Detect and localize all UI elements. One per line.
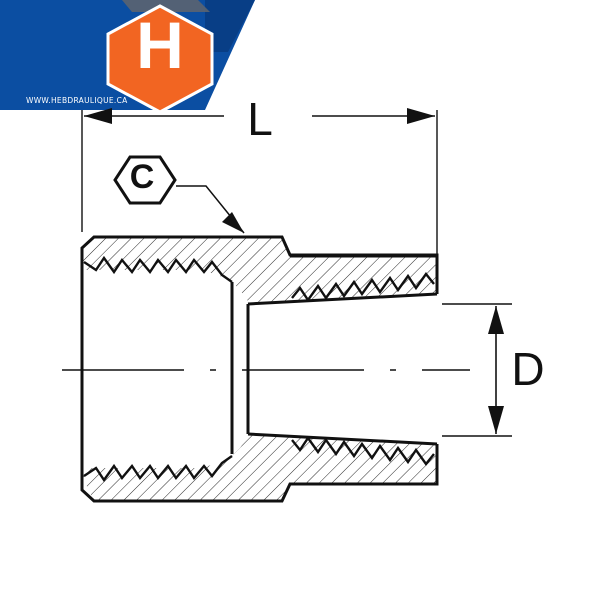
dimension-length [84, 108, 435, 124]
logo-hexagon-icon [106, 4, 214, 114]
leader-arrow-icon [222, 212, 244, 233]
thread-top-right [291, 272, 435, 303]
top-wall-section [82, 237, 437, 304]
arrow-down-icon [488, 406, 504, 434]
dimension-length-label: L [247, 93, 273, 145]
hex-callout-label: C [129, 158, 155, 196]
thread-bottom-right [291, 435, 435, 466]
brand-banner [0, 0, 255, 114]
arrow-left-icon [84, 108, 112, 124]
hex-callout-icon [113, 155, 177, 205]
thread-bottom-left [83, 455, 233, 483]
dimension-diameter-label: D [511, 343, 545, 395]
arrow-right-icon [407, 108, 435, 124]
thread-top-left [83, 255, 233, 283]
website-url[interactable]: WWW.HEBDRAULIQUE.CA [26, 96, 128, 105]
dimension-diameter [442, 303, 512, 437]
arrow-up-icon [488, 306, 504, 334]
body-outline [80, 235, 439, 503]
logo-letter: H [136, 8, 184, 82]
bottom-wall-section [82, 434, 437, 501]
